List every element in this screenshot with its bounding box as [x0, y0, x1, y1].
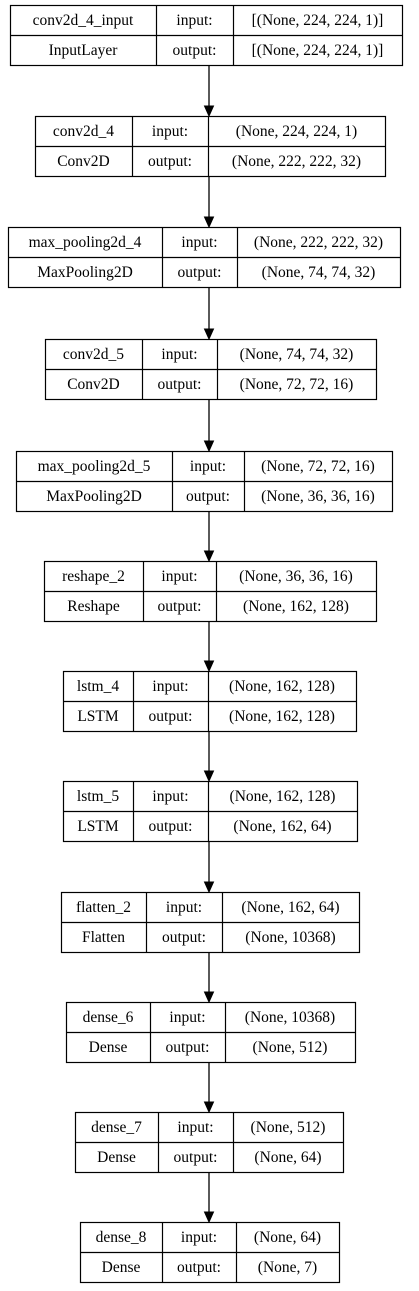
input-label: input: — [181, 1229, 217, 1246]
layer-type: Dense — [102, 1259, 141, 1276]
layer-name: conv2d_5 — [63, 346, 124, 363]
layer-name: lstm_4 — [77, 678, 119, 695]
input-label: input: — [177, 1119, 213, 1136]
output-label: output: — [158, 598, 202, 615]
input-shape: (None, 222, 222, 32) — [254, 234, 383, 251]
input-label: input: — [152, 788, 188, 805]
output-label: output: — [149, 708, 193, 725]
layer-name: dense_7 — [91, 1119, 142, 1136]
layer-name: max_pooling2d_4 — [29, 234, 142, 251]
input-label: input: — [181, 234, 217, 251]
output-shape: (None, 7) — [258, 1259, 317, 1276]
input-shape: [(None, 224, 224, 1)] — [252, 12, 384, 29]
output-label: output: — [178, 264, 222, 281]
arrowhead-icon — [203, 991, 215, 1004]
input-shape: (None, 224, 224, 1) — [236, 123, 357, 140]
input-shape: (None, 162, 128) — [230, 788, 336, 805]
output-shape: (None, 162, 64) — [233, 818, 331, 835]
arrowhead-icon — [203, 881, 215, 894]
output-shape: (None, 64) — [254, 1149, 321, 1166]
input-shape: (None, 72, 72, 16) — [261, 458, 375, 475]
input-label: input: — [161, 346, 197, 363]
layer-type: InputLayer — [49, 42, 119, 59]
input-label: input: — [161, 568, 197, 585]
arrowhead-icon — [203, 1211, 215, 1224]
arrowhead-icon — [203, 770, 215, 783]
layer-name: lstm_5 — [77, 788, 119, 805]
output-label: output: — [148, 153, 192, 170]
layer-type: Flatten — [82, 929, 125, 946]
arrowhead-icon — [203, 328, 215, 341]
output-shape: (None, 72, 72, 16) — [240, 376, 354, 393]
output-label: output: — [173, 42, 217, 59]
output-label: output: — [166, 1039, 210, 1056]
layer-name: dense_6 — [83, 1009, 134, 1026]
layer-name: max_pooling2d_5 — [38, 458, 151, 475]
output-label: output: — [177, 1259, 221, 1276]
layer-type: Conv2D — [57, 153, 110, 170]
output-label: output: — [186, 488, 230, 505]
arrowhead-icon — [203, 550, 215, 563]
output-shape: [(None, 224, 224, 1)] — [252, 42, 384, 59]
layer-type: Reshape — [67, 598, 120, 615]
layer-type: LSTM — [77, 818, 119, 835]
layer-type: MaxPooling2D — [37, 264, 133, 281]
layer-type: LSTM — [77, 708, 119, 725]
output-shape: (None, 10368) — [245, 929, 335, 946]
output-shape: (None, 512) — [253, 1039, 328, 1056]
arrowhead-icon — [203, 216, 215, 229]
input-label: input: — [169, 1009, 205, 1026]
input-label: input: — [166, 899, 202, 916]
layer-name: dense_8 — [96, 1229, 147, 1246]
input-label: input: — [176, 12, 212, 29]
input-shape: (None, 74, 74, 32) — [240, 346, 354, 363]
layer-type: Dense — [89, 1039, 128, 1056]
arrowhead-icon — [203, 660, 215, 673]
layer-type: Conv2D — [67, 376, 120, 393]
input-shape: (None, 162, 128) — [229, 678, 335, 695]
input-label: input: — [152, 678, 188, 695]
arrowhead-icon — [203, 1101, 215, 1114]
output-shape: (None, 162, 128) — [229, 708, 335, 725]
output-label: output: — [174, 1149, 218, 1166]
layer-type: Dense — [97, 1149, 136, 1166]
input-shape: (None, 162, 64) — [241, 899, 339, 916]
output-label: output: — [158, 376, 202, 393]
arrowhead-icon — [203, 105, 215, 118]
output-shape: (None, 74, 74, 32) — [262, 264, 376, 281]
input-shape: (None, 64) — [254, 1229, 321, 1246]
layer-name: conv2d_4 — [53, 123, 114, 140]
output-label: output: — [149, 818, 193, 835]
input-shape: (None, 512) — [251, 1119, 326, 1136]
layer-type: MaxPooling2D — [46, 488, 142, 505]
output-shape: (None, 162, 128) — [243, 598, 349, 615]
layer-name: reshape_2 — [62, 568, 125, 585]
layer-name: conv2d_4_input — [33, 12, 134, 29]
output-shape: (None, 36, 36, 16) — [261, 488, 375, 505]
output-shape: (None, 222, 222, 32) — [232, 153, 361, 170]
input-label: input: — [152, 123, 188, 140]
output-label: output: — [162, 929, 206, 946]
layer-name: flatten_2 — [76, 899, 131, 916]
input-label: input: — [190, 458, 226, 475]
input-shape: (None, 10368) — [245, 1009, 335, 1026]
input-shape: (None, 36, 36, 16) — [239, 568, 353, 585]
arrowhead-icon — [203, 440, 215, 453]
